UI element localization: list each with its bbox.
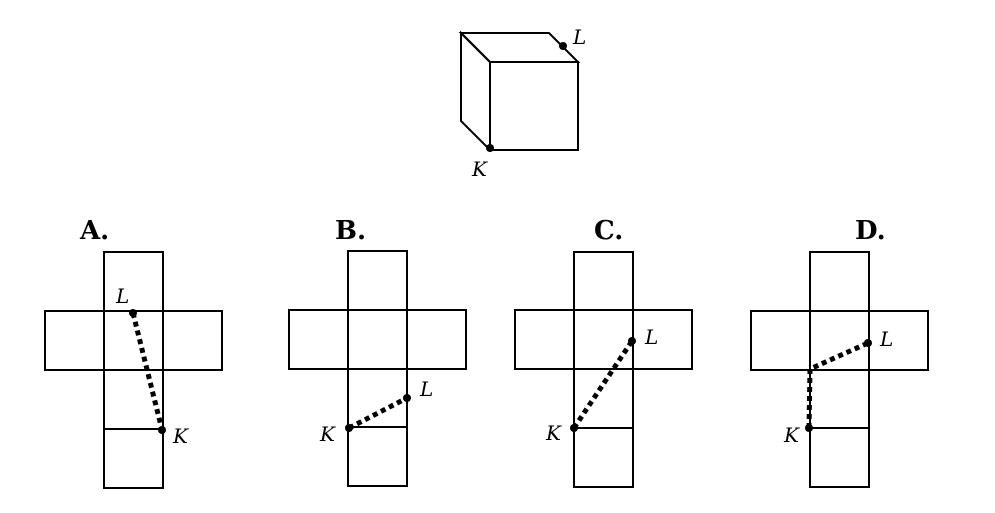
net-square [809,310,870,371]
net-square [103,310,164,371]
option-c-point-l [628,337,636,345]
net-square [573,251,634,311]
option-d-path [806,340,870,429]
option-b-label-k: K [319,422,336,446]
option-d-point-l [864,339,872,347]
option-b-label-l: L [419,377,433,401]
option-d-net [750,251,929,488]
cube-label-k: K [471,157,488,181]
option-a-path [130,312,165,431]
option-d-label-k: K [783,423,800,447]
cube-left-face [460,30,491,153]
net-square [103,428,164,489]
net-square [347,426,408,487]
net-square [347,309,408,370]
option-b-point-k [345,424,353,432]
cube-front-face [489,61,579,151]
option-a-point-l [129,309,137,317]
option-a-net [44,251,223,489]
net-square [103,369,164,430]
option-c-label-k: K [545,421,562,445]
net-square [632,309,693,370]
net-square [347,250,408,311]
option-d-label-l: L [879,327,893,351]
cube-point-l [559,42,567,50]
option-b[interactable]: B. L K [288,216,467,487]
option-b-net [288,250,467,487]
option-c-net [514,251,693,488]
net-square [347,368,408,428]
net-square [809,427,870,488]
cube-label-l: L [572,25,586,49]
net-square [514,309,575,370]
option-a-letter: A. [79,216,109,246]
net-square [809,251,870,312]
net-square [750,310,811,371]
option-a-label-k: K [172,424,189,448]
net-square [162,310,223,371]
net-square [288,309,349,370]
cube-figure: L K [458,25,586,181]
net-square [44,310,105,371]
net-square [573,309,634,370]
cube-point-k [486,144,494,152]
option-c-letter: C. [594,216,623,246]
net-square [868,310,929,371]
option-b-letter: B. [335,216,366,246]
net-square [809,369,870,429]
option-a-point-k [158,426,166,434]
option-c-point-k [570,424,578,432]
option-c[interactable]: C. L K [514,216,693,488]
option-b-path [347,395,409,431]
option-c-label-l: L [644,325,658,349]
option-a-label-l: L [115,284,129,308]
option-d-letter: D. [855,216,886,246]
option-d-point-k [805,424,813,432]
net-square [103,251,164,312]
option-d[interactable]: D. L K [750,216,929,488]
net-square [573,427,634,488]
net-square [406,309,467,370]
option-a[interactable]: A. L K [44,216,223,489]
option-b-point-l [403,394,411,402]
option-c-path [571,339,635,430]
